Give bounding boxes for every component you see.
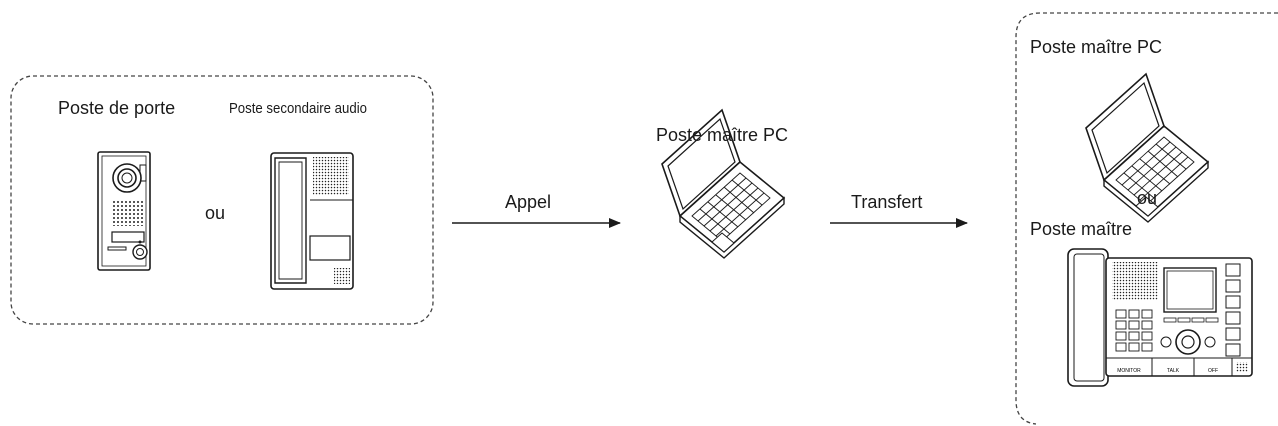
door-station-label: Poste de porte	[58, 98, 176, 118]
left-or-label: ou	[205, 203, 226, 223]
talk-key-label: TALK	[1167, 368, 1180, 374]
audio-sub-station-device	[270, 152, 354, 290]
middle-laptop-device	[661, 109, 785, 259]
master-station-device: MONITOR TALK OFF	[1067, 248, 1253, 387]
door-station-device	[97, 151, 151, 271]
monitor-key-label: MONITOR	[1117, 368, 1141, 374]
master-station-label: Poste maître	[1030, 219, 1133, 239]
right-or-label: ou	[1137, 188, 1158, 208]
transfer-label: Transfert	[851, 192, 923, 212]
call-label: Appel	[505, 192, 552, 212]
off-key-label: OFF	[1208, 368, 1218, 374]
audio-sub-station-label: Poste secondaire audio	[229, 100, 367, 117]
right-pc-label: Poste maître PC	[1030, 37, 1163, 57]
right-group-frame	[1015, 12, 1278, 425]
right-laptop-device	[1085, 73, 1209, 223]
middle-pc-label: Poste maître PC	[656, 125, 789, 145]
left-group-frame	[10, 75, 434, 325]
